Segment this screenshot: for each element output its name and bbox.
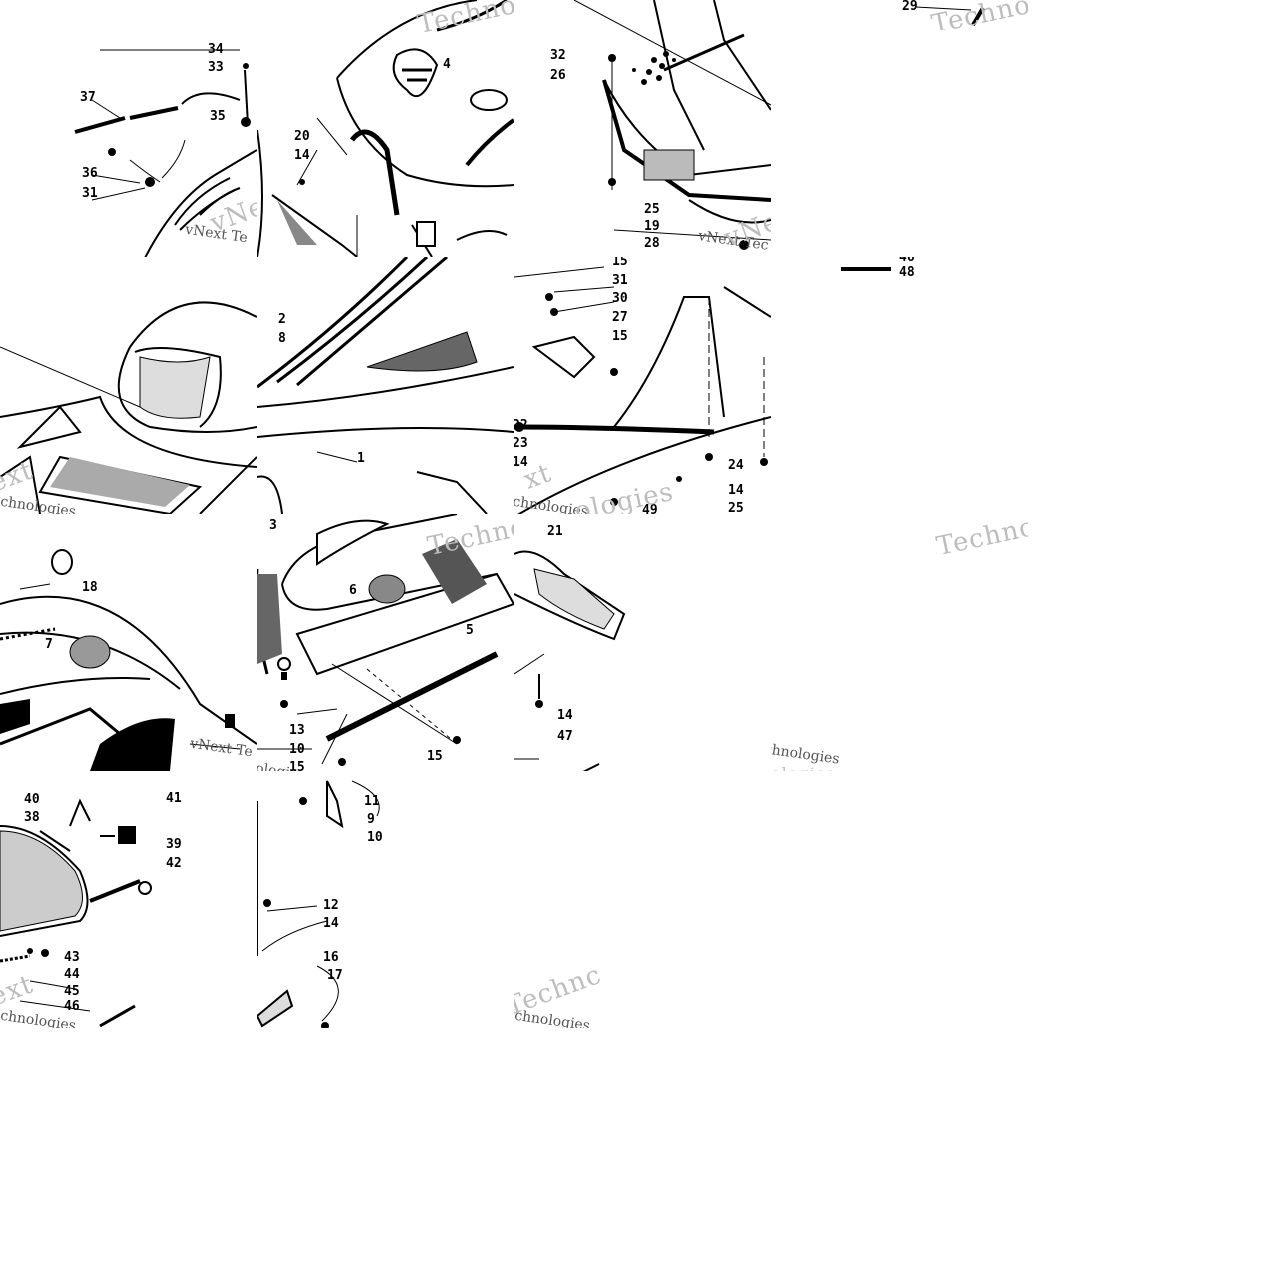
- callout-17: 17: [327, 968, 343, 983]
- watermark-text: ologies: [771, 764, 835, 771]
- callout-22: 22: [514, 418, 528, 433]
- callout-44: 44: [64, 967, 80, 982]
- callout-29: 29: [902, 0, 918, 14]
- callout-32: 32: [550, 48, 566, 63]
- callout-15: 15: [612, 257, 628, 269]
- tile-watermark-bottom: Technc chnologies: [514, 771, 771, 1028]
- callout-41: 41: [166, 791, 182, 806]
- callout-15: 15: [612, 329, 628, 344]
- steering-post-drawing: [514, 266, 771, 514]
- callout-15: 15: [289, 760, 305, 772]
- callout-20: 20: [294, 129, 310, 144]
- tile-hood-emblem: 4 20 14 Techno: [257, 0, 514, 257]
- brackets-drawing: [257, 780, 380, 1028]
- callout-18: 18: [82, 580, 98, 595]
- callout-16: 16: [323, 950, 339, 965]
- callout-38: 38: [24, 810, 40, 825]
- tile-bellypan: 3 6 5 13 10 15 15 Techno ologies: [257, 514, 514, 771]
- callout-27: 27: [612, 310, 628, 325]
- callout-28: 28: [644, 236, 660, 251]
- callout-34: 34: [208, 42, 224, 57]
- callout-19: 19: [644, 219, 660, 234]
- callout-1: 1: [357, 451, 365, 466]
- callout-15: 15: [427, 749, 443, 764]
- tile-handlebar-area: 34 33 37 35 36 31 vNext Te vNe: [0, 0, 257, 257]
- callout-14: 14: [557, 708, 573, 723]
- callout-46: 46: [64, 999, 80, 1014]
- callout-36: 36: [82, 166, 98, 181]
- callout-23: 23: [514, 436, 528, 451]
- tile-bolt-48: 48 46: [771, 257, 1028, 283]
- callout-31: 31: [612, 273, 628, 288]
- bellypan-drawing: [257, 514, 514, 766]
- headlight-drawing: [0, 798, 152, 1028]
- callout-43: 43: [64, 950, 80, 965]
- hood-emblem-drawing: [257, 0, 514, 257]
- callout-6: 6: [349, 583, 357, 598]
- nose-cone-drawing: [573, 0, 771, 250]
- bolt-48-drawing: [841, 267, 891, 271]
- callout-13: 13: [289, 723, 305, 738]
- callout-11: 11: [364, 794, 380, 809]
- callout-47: 47: [557, 729, 573, 744]
- callout-37: 37: [80, 90, 96, 105]
- callout-4: 4: [443, 57, 451, 72]
- callout-14: 14: [294, 148, 310, 163]
- callout-39: 39: [166, 837, 182, 852]
- callout-10: 10: [367, 830, 383, 845]
- callout-35: 35: [210, 109, 226, 124]
- watermark-text: Techno: [933, 514, 1028, 563]
- callout-40: 40: [24, 792, 40, 807]
- tile-mount-bracket: 21 14 47: [514, 514, 771, 771]
- watermark-text: vNext Technologies: [771, 732, 841, 768]
- callout-24: 24: [728, 458, 744, 473]
- callout-26: 26: [550, 68, 566, 83]
- callout-2: 2: [278, 312, 286, 327]
- tile-windshield: ext chnologies: [0, 257, 257, 514]
- callout-30: 30: [612, 291, 628, 306]
- callout-14: 14: [323, 916, 339, 931]
- callout-33: 33: [208, 60, 224, 75]
- callout-14: 14: [728, 483, 744, 498]
- tile-bolt-29: 29 Techno: [771, 0, 1028, 30]
- callout-7: 7: [45, 637, 53, 652]
- callout-42: 42: [166, 856, 182, 871]
- tile-brackets: 11 9 10 12 14 16 17: [257, 771, 514, 1028]
- callout-5: 5: [466, 623, 474, 638]
- windshield-drawing: [0, 301, 257, 514]
- mount-bracket-drawing: [514, 550, 626, 771]
- callout-10: 10: [289, 742, 305, 757]
- callout-45: 45: [64, 984, 80, 999]
- tile-steering-post: 15 31 30 27 15 22 23 14 24 14 25 49 chno…: [514, 257, 771, 514]
- hood-decal-drawing: [257, 257, 514, 514]
- callout-14: 14: [514, 455, 528, 470]
- tile-headlight: 40 38 41 39 42 43 44 45 46 ext chnologie…: [0, 771, 257, 1028]
- handlebar-drawing: [74, 49, 257, 257]
- side-panel-drawing: [0, 549, 257, 771]
- callout-3: 3: [269, 518, 277, 533]
- tile-watermark-blank: Techno vNext Technologies ologies: [771, 514, 1028, 771]
- callout-48: 48: [899, 265, 915, 280]
- callout-49: 49: [642, 503, 658, 515]
- tile-hood-decal: 2 8 1: [257, 257, 514, 514]
- callout-31: 31: [82, 186, 98, 201]
- callout-12: 12: [323, 898, 339, 913]
- callout-21: 21: [547, 524, 563, 539]
- callout-8: 8: [278, 331, 286, 346]
- callout-25: 25: [644, 202, 660, 217]
- callout-46: 46: [899, 257, 915, 265]
- bolt-drawing: [915, 6, 985, 27]
- tile-nose-cone: 32 26 25 19 28 vNext Tec vNe: [514, 0, 771, 257]
- callout-25: 25: [728, 501, 744, 515]
- tile-side-panel: 18 7 vNext Te: [0, 514, 257, 771]
- watermark-text: chnologies: [514, 1007, 591, 1028]
- callout-9: 9: [367, 812, 375, 827]
